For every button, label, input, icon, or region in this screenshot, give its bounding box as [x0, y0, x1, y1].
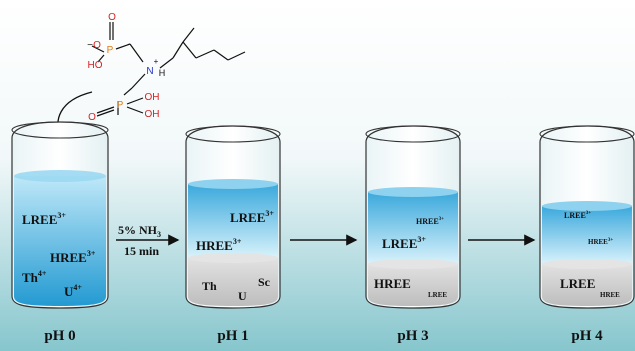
atom-p-bottom: P	[117, 100, 124, 111]
liquid-ph4	[542, 206, 632, 264]
atom-oh-1: OH	[145, 92, 160, 103]
b0-label-lree: LREE3+	[22, 211, 66, 227]
caption-ph1: pH 1	[217, 328, 248, 344]
atom-n: N	[146, 66, 153, 77]
caption-ph0: pH 0	[44, 328, 75, 344]
atom-p-top: P	[107, 45, 114, 56]
caption-ph3: pH 3	[397, 328, 428, 344]
b2-label-lree-small: LREE	[428, 291, 447, 299]
liquid-ph1	[188, 184, 278, 258]
atom-o-top: O	[108, 12, 116, 23]
atom-ho: HO	[88, 60, 103, 71]
b0-label-u: U4+	[64, 283, 82, 299]
reagent-line2: 15 min	[124, 244, 159, 258]
sediment-ph4	[542, 264, 632, 306]
b1-label-th: Th	[202, 279, 217, 293]
atom-oh-2: OH	[145, 109, 160, 120]
sediment-ph1	[188, 258, 278, 306]
b1-label-sc: Sc	[258, 275, 271, 289]
b3-label-hree-small-2: HREE	[600, 291, 620, 299]
b0-label-hree: HREE3+	[50, 249, 96, 265]
beaker-ph3	[365, 125, 461, 309]
liquid-ph0	[14, 176, 106, 306]
b1-label-lree: LREE3+	[230, 209, 274, 225]
atom-minus: −	[87, 40, 93, 51]
caption-ph4: pH 4	[571, 328, 603, 344]
beaker-ph1	[185, 125, 281, 309]
b0-label-th: Th4+	[22, 269, 47, 285]
atom-o-minus: O	[93, 40, 101, 51]
b3-label-lree-small: LREE3+	[564, 211, 591, 220]
reagent-line1: 5% NH3	[118, 223, 161, 239]
atom-h: H	[159, 68, 166, 78]
b2-label-lree: LREE3+	[382, 235, 426, 251]
liquid-ph3	[368, 192, 458, 264]
beaker-ph0	[11, 121, 109, 309]
extractant-molecule	[91, 22, 246, 117]
b1-label-u: U	[238, 289, 247, 303]
b3-label-hree-small: HREE3+	[588, 238, 613, 246]
b2-label-hree-small: HREE3+	[416, 217, 444, 226]
b3-label-lree: LREE	[560, 276, 595, 291]
b1-label-hree: HREE3+	[196, 237, 242, 253]
atom-o-bottom: O	[88, 112, 96, 123]
beaker-ph4	[539, 125, 635, 309]
sediment-ph3	[368, 264, 458, 306]
b2-label-hree: HREE	[374, 276, 411, 291]
molecule-atoms: O − O P HO N + H O P OH OH	[87, 12, 165, 123]
atom-n-plus: +	[154, 57, 159, 66]
